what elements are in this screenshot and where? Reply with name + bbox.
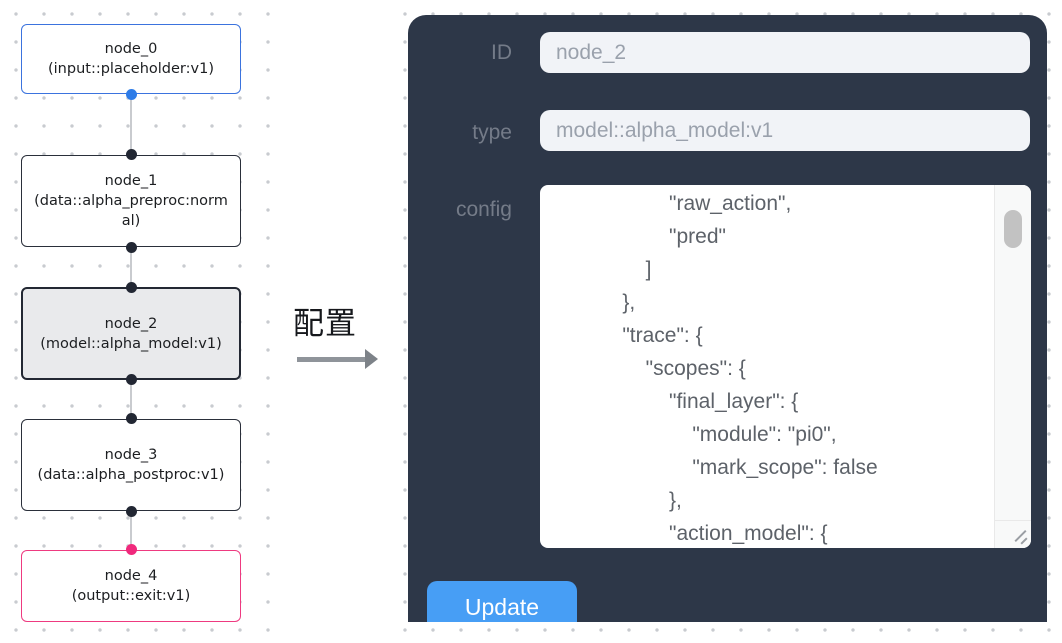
node-title: node_1 <box>104 173 158 189</box>
arrow-shaft <box>297 357 367 362</box>
node-title: node_4 <box>104 568 158 584</box>
config-scrollbar-track[interactable] <box>994 185 1031 520</box>
id-input[interactable] <box>540 32 1030 73</box>
edge-node_2-node_3 <box>129 380 132 419</box>
node-node_2[interactable]: node_2 (model::alpha_model:v1) <box>21 282 241 385</box>
type-input[interactable] <box>540 110 1030 151</box>
node-title: node_0 <box>104 41 158 57</box>
node-subtitle: (data::alpha_postproc:v1) <box>37 467 225 483</box>
config-field-label: config <box>455 198 512 221</box>
arrow-head <box>365 349 378 369</box>
port-node_1-output[interactable] <box>125 242 137 253</box>
port-node_3-input[interactable] <box>125 413 137 424</box>
port-node_0-output[interactable] <box>125 89 137 100</box>
config-code: "raw_action", "pred" ] }, "trace": { "sc… <box>622 192 878 545</box>
port-node_1-input[interactable] <box>125 149 137 160</box>
port-node_2-input[interactable] <box>125 282 137 293</box>
right-arrow-icon <box>293 349 393 369</box>
node-title: node_3 <box>104 447 158 463</box>
node-subtitle: (model::alpha_model:v1) <box>40 335 222 352</box>
type-field-label: type <box>472 121 512 144</box>
node-node_3[interactable]: node_3 (data::alpha_postproc:v1) <box>21 413 241 517</box>
edge-node_3-node_4 <box>129 511 132 550</box>
node-node_1[interactable]: node_1 (data::alpha_preproc:normal) <box>21 149 241 253</box>
edge-node_0-node_1 <box>129 94 132 155</box>
transition-label: 配置 <box>293 306 357 342</box>
config-editor[interactable]: "raw_action", "pred" ] }, "trace": { "sc… <box>540 185 1031 548</box>
resize-grip-icon <box>1020 537 1028 545</box>
config-scrollbar-thumb[interactable] <box>1004 210 1022 248</box>
node-node_0[interactable]: node_0 (input::placeholder:v1) <box>21 24 241 100</box>
config-resize-handle[interactable] <box>994 520 1031 548</box>
node-node_4[interactable]: node_4 (output::exit:v1) <box>21 544 241 622</box>
config-panel: ID type config "raw_action", "pred" ] },… <box>408 15 1047 622</box>
edge-node_1-node_2 <box>129 247 132 287</box>
flow-canvas[interactable]: node_0 (input::placeholder:v1) node_1 (d… <box>0 0 281 643</box>
node-title: node_2 <box>104 315 158 332</box>
port-node_3-output[interactable] <box>125 506 137 517</box>
port-node_4-input[interactable] <box>125 544 137 555</box>
transition: 配置 <box>293 298 393 369</box>
port-node_2-output[interactable] <box>125 374 137 385</box>
node-subtitle: (input::placeholder:v1) <box>47 61 214 77</box>
update-button[interactable]: Update <box>427 581 577 622</box>
id-field-label: ID <box>491 41 512 64</box>
node-subtitle: (output::exit:v1) <box>71 588 191 604</box>
node-subtitle: (data::alpha_preproc:normal) <box>34 193 228 229</box>
